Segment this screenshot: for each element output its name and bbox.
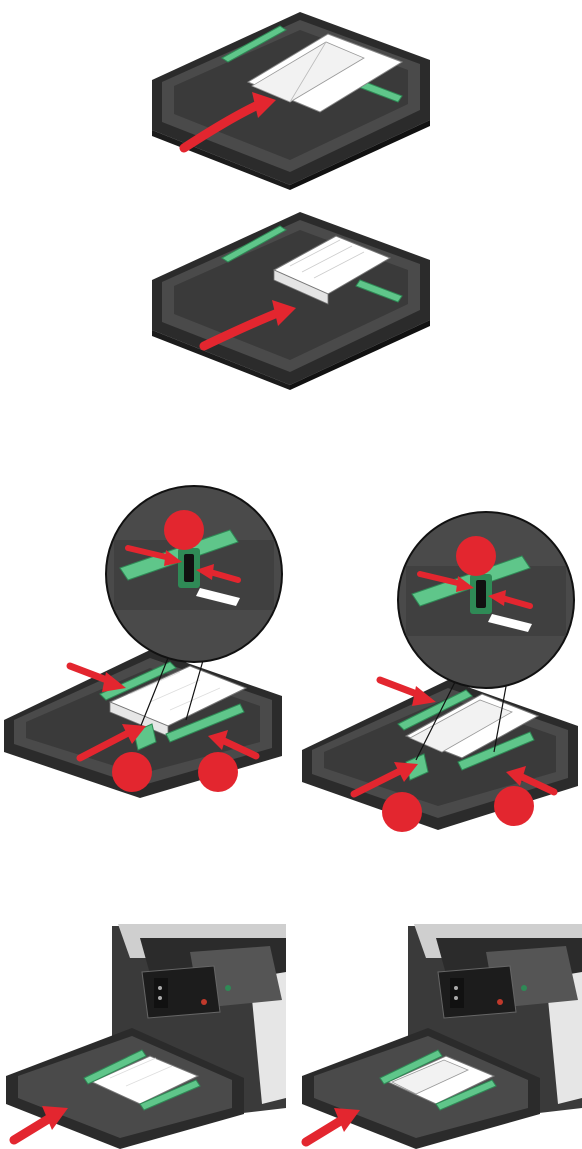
photo-paper-loading-illustration — [140, 200, 440, 390]
magnified-guide-inset — [106, 486, 282, 662]
paper-tray — [152, 212, 430, 390]
insert-tray-envelope-illustration — [296, 918, 582, 1149]
envelope-loading-illustration — [140, 0, 440, 190]
red-step-circle-icon — [494, 786, 534, 826]
red-step-circle-icon — [164, 510, 204, 550]
red-step-circle-icon — [382, 792, 422, 832]
red-step-circle-icon — [198, 752, 238, 792]
red-step-circle-icon — [456, 536, 496, 576]
red-step-circle-icon — [112, 752, 152, 792]
insert-tray-paper-illustration — [0, 918, 286, 1149]
guides-paper-illustration — [0, 470, 290, 800]
guides-envelope-illustration — [298, 490, 582, 835]
magnified-guide-inset — [398, 512, 574, 688]
